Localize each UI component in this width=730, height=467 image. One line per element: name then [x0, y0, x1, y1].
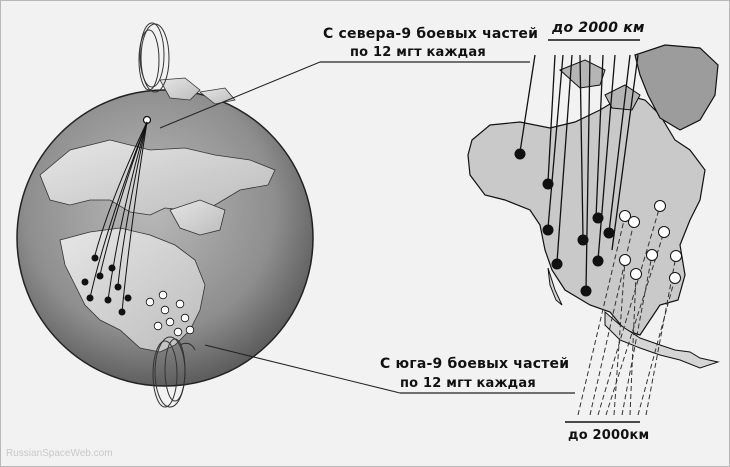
baja	[547, 267, 563, 306]
north-trajectory-loops	[138, 22, 170, 93]
north-label-line1: С севера-9 боевых частей	[323, 26, 539, 42]
globe-south-targets	[145, 290, 195, 337]
watermark: RussianSpaceWeb.com	[6, 448, 113, 459]
map-south-targets	[619, 200, 682, 284]
south-label-line2: по 12 мгт каждая	[400, 376, 536, 391]
globe-arctic-islands	[159, 77, 201, 101]
arctic-islands	[559, 59, 606, 89]
map-north-targets	[514, 148, 615, 297]
north-warhead-tracks	[89, 121, 148, 313]
globe-eurasia	[39, 139, 276, 216]
south-leader-line	[204, 344, 401, 394]
globe-greenland	[169, 199, 226, 236]
north-label-line2: по 12 мгт каждая	[350, 45, 486, 60]
central-america	[604, 310, 720, 369]
map-north-tracks	[519, 54, 639, 291]
north-america-map	[467, 44, 720, 369]
globe-north-targets	[81, 254, 132, 316]
globe	[16, 77, 314, 387]
north-leader-line	[159, 61, 321, 129]
map-south-tracks	[577, 205, 677, 416]
range-bottom-label: до 2000км	[568, 428, 650, 443]
greenland-shape	[634, 44, 719, 131]
south-trajectory-loops	[152, 336, 196, 408]
south-label-line1: С юга-9 боевых частей	[380, 356, 570, 372]
range-top-label: до 2000 км	[552, 20, 645, 36]
